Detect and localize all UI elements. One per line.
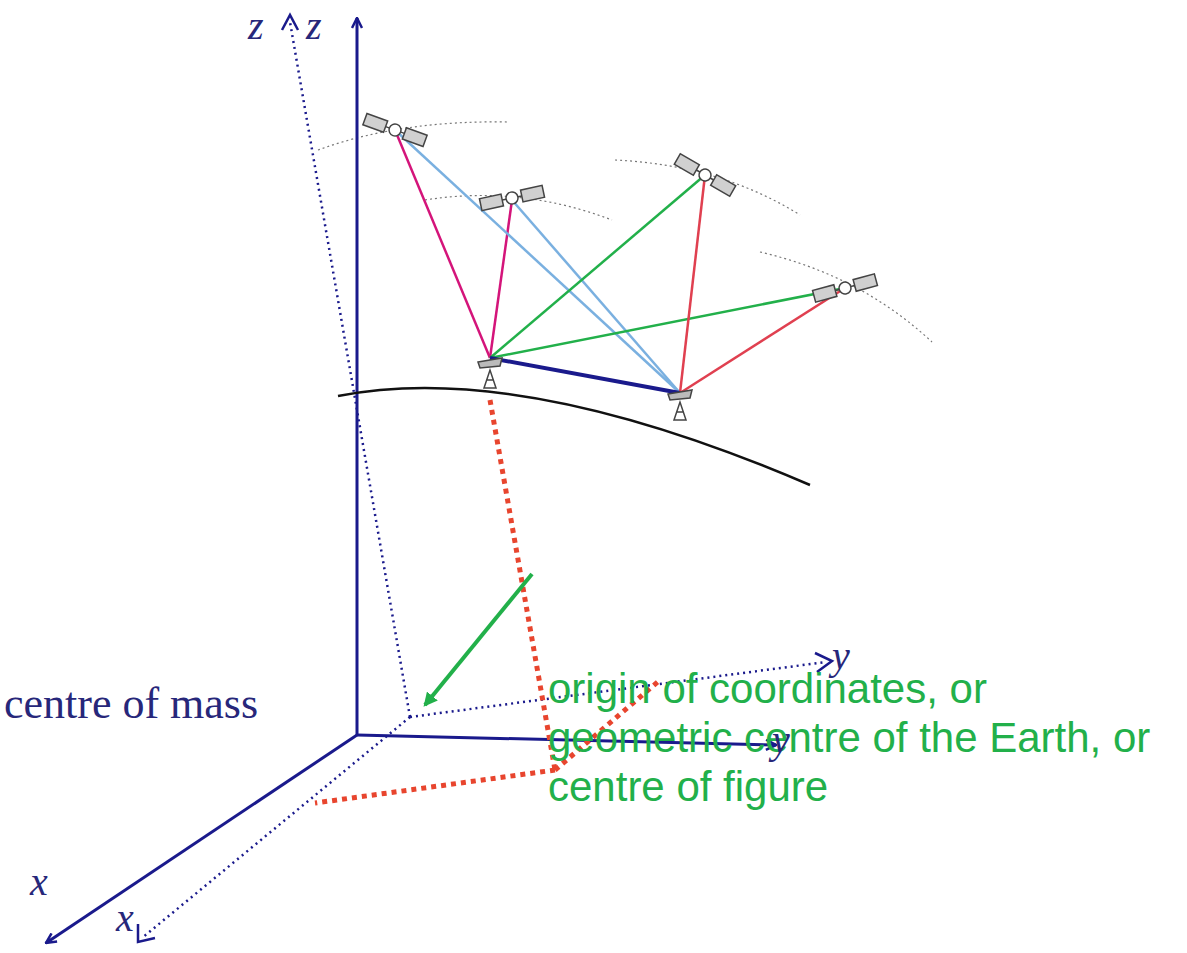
origin-label: centre of mass xyxy=(4,680,258,728)
axis-label: z xyxy=(306,4,322,48)
callout-note: origin of coordinates, or geometric cent… xyxy=(548,664,1163,811)
axis-label: y xyxy=(772,718,790,762)
axis-label: y xyxy=(832,634,850,678)
axis-label: x xyxy=(116,896,134,940)
axis-label: z xyxy=(248,4,264,48)
axis-label: x xyxy=(30,860,48,904)
